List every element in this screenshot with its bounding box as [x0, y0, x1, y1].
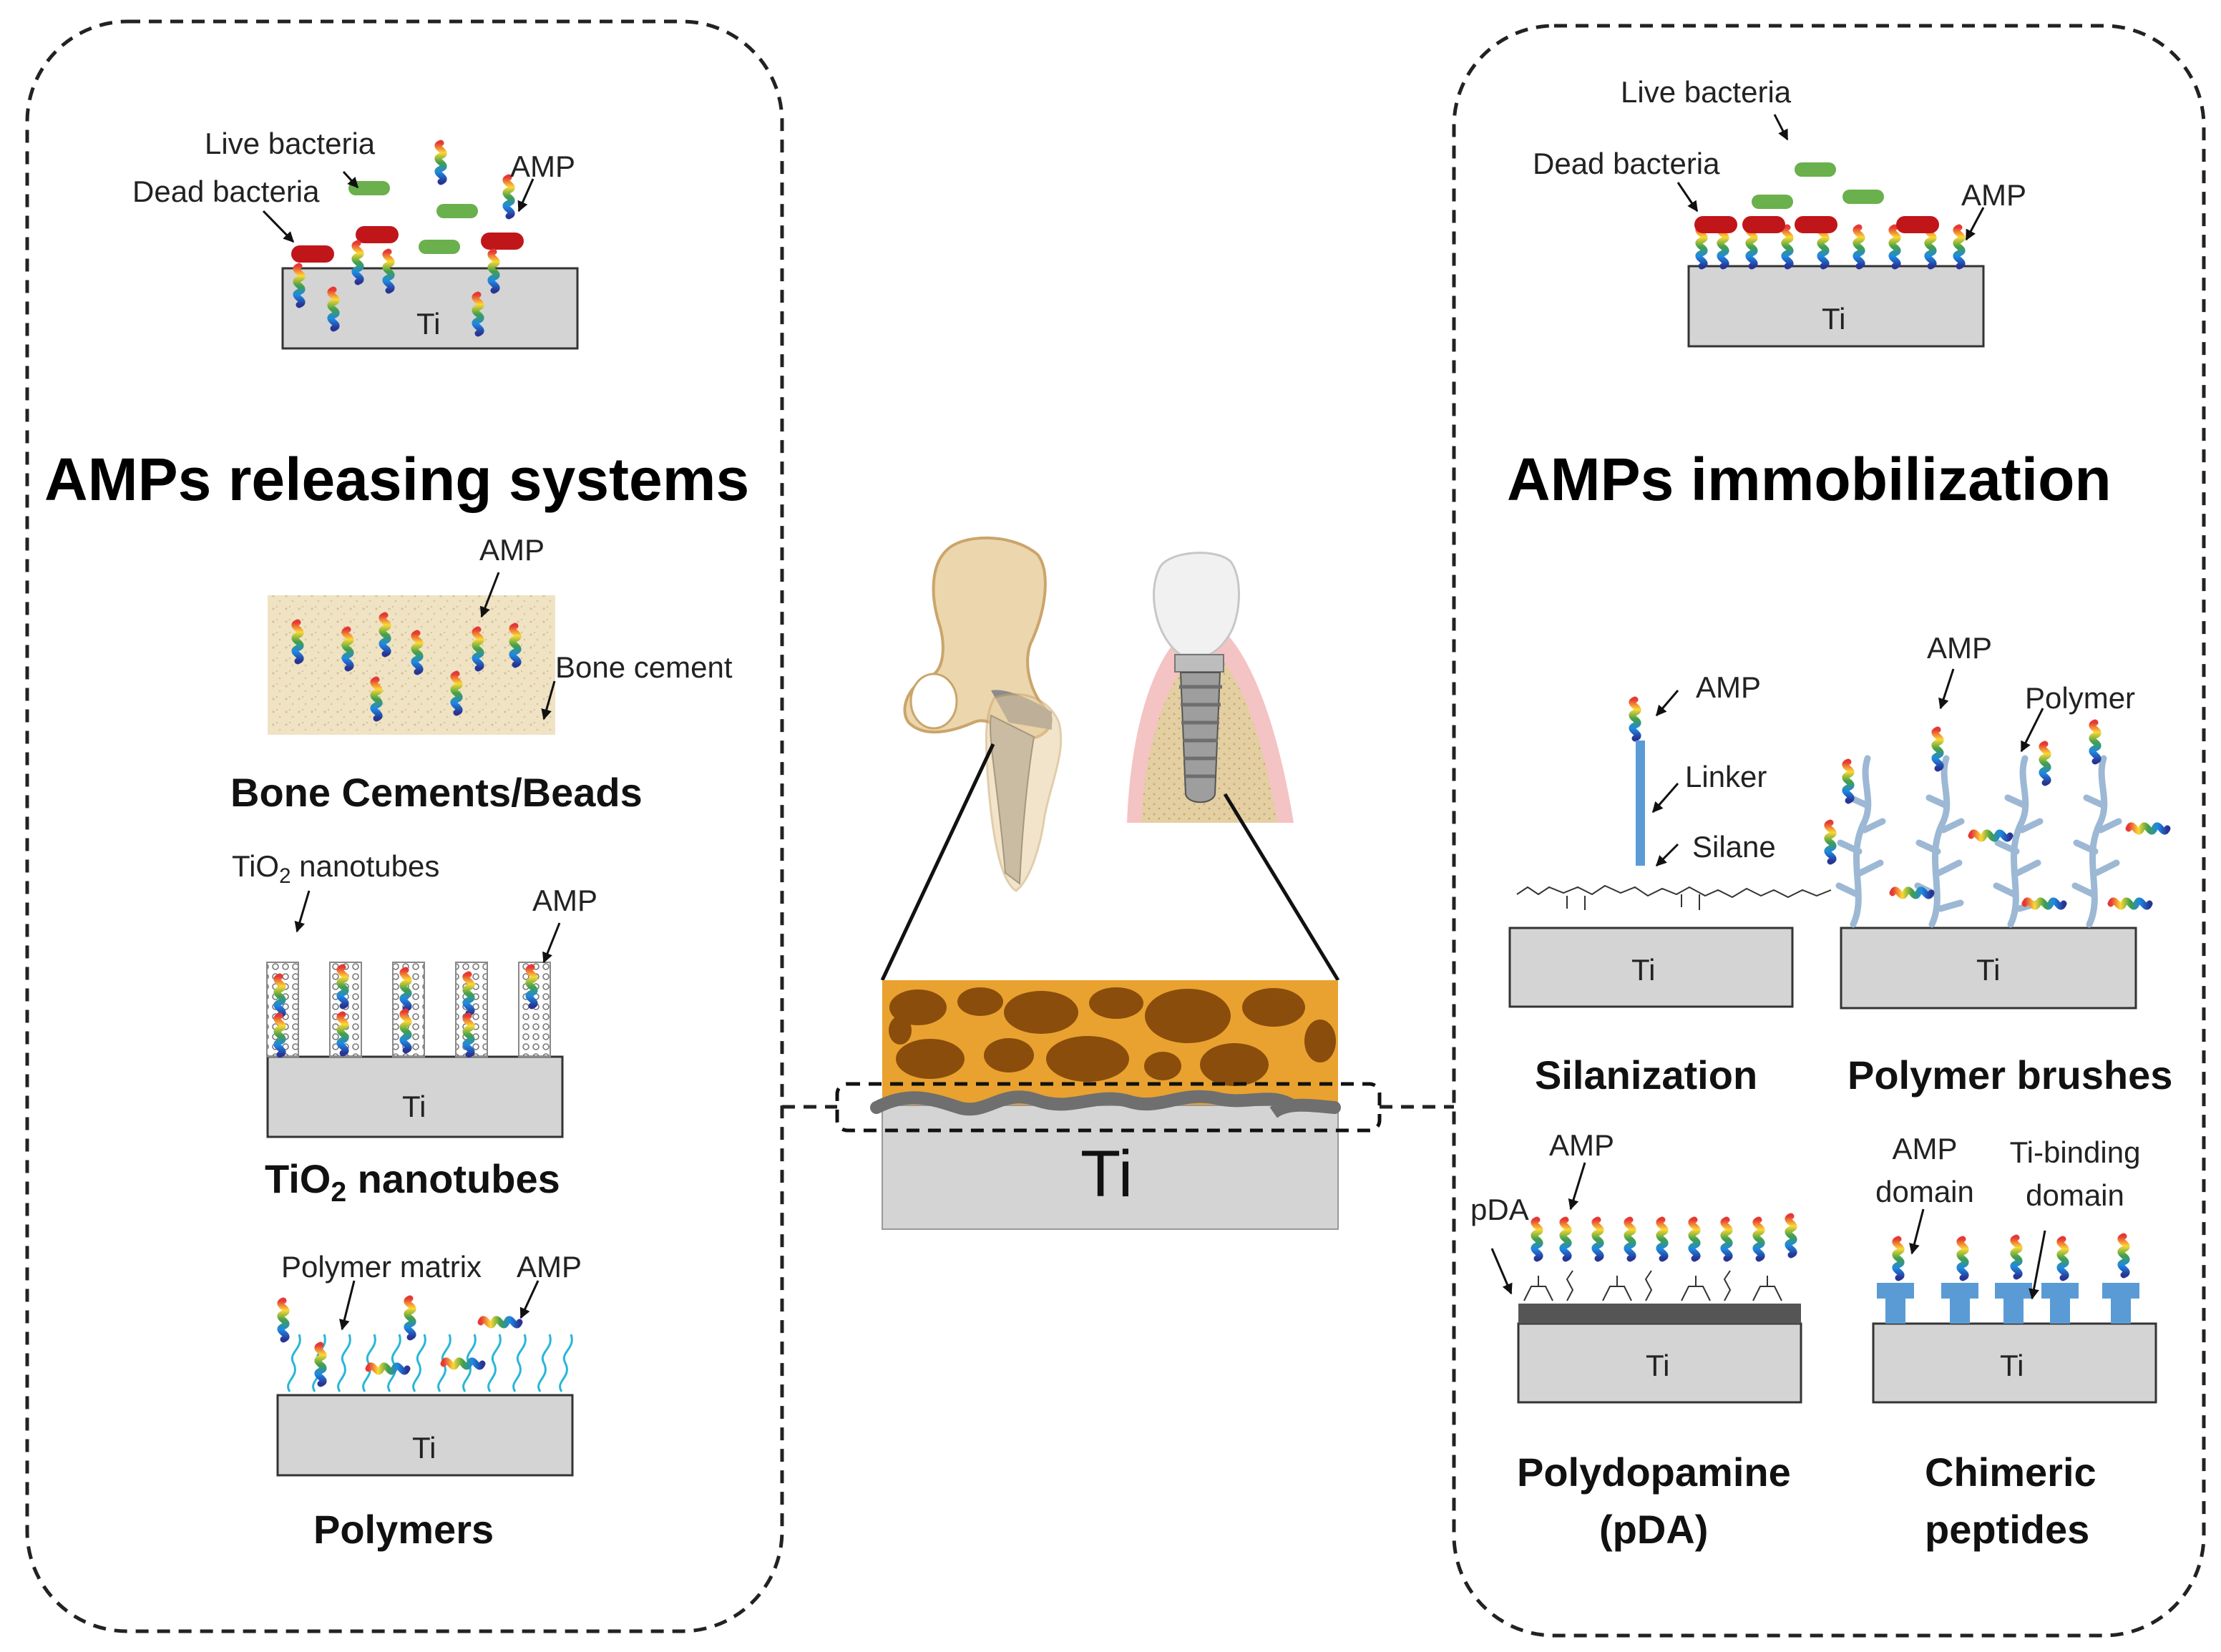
live-bacterium	[436, 204, 478, 218]
live-bacterium	[1795, 162, 1836, 177]
ti-block	[1840, 927, 2137, 1010]
interface-line	[870, 1090, 1341, 1118]
bone-ti-block	[835, 980, 1382, 1230]
ti-label: Ti	[2000, 1349, 2024, 1382]
ti-center-label: Ti	[1080, 1138, 1133, 1211]
amp-label: AMP	[510, 150, 576, 183]
ti-label: Ti	[412, 1431, 436, 1465]
polymers-illustration	[276, 1280, 574, 1477]
ti-binding-label-line1: Ti-binding	[2009, 1135, 2141, 1169]
ti-block	[1687, 265, 1985, 348]
ti-block	[1508, 927, 1794, 1008]
linker-label: Linker	[1685, 760, 1767, 793]
silanization-illustration	[1508, 690, 1832, 1008]
dental-implant-icon	[1127, 552, 1294, 823]
zoom-line	[1223, 793, 1340, 982]
silane-label: Silane	[1692, 830, 1776, 864]
ti-label: Ti	[416, 307, 441, 341]
dead-bacterium	[1795, 216, 1837, 233]
ti-block	[276, 1394, 574, 1477]
zoom-line	[880, 743, 995, 982]
live-bacterium	[348, 181, 390, 195]
polydopamine-illustration	[1490, 1162, 1802, 1404]
bone-cements-caption: Bone Cements/Beads	[230, 770, 643, 815]
polymer-brushes-illustration	[1827, 668, 2167, 1010]
pda-caption: (pDA)	[1599, 1507, 1709, 1552]
peptides-caption: peptides	[1925, 1507, 2090, 1552]
ti-label: Ti	[1646, 1349, 1670, 1382]
dead-bacteria-label: Dead bacteria	[1533, 147, 1720, 180]
nanotube	[392, 962, 425, 1057]
polymer-matrix-label: Polymer matrix	[281, 1250, 482, 1284]
polymer-brushes-caption: Polymer brushes	[1847, 1052, 2173, 1098]
dead-bacterium	[1694, 216, 1737, 233]
interface-highlight	[835, 1082, 1382, 1133]
live-bacterium	[1842, 190, 1884, 204]
amp-label: AMP	[479, 533, 545, 567]
ti-label: Ti	[1822, 302, 1846, 336]
ti-block	[266, 1055, 564, 1138]
nanotube	[518, 962, 551, 1057]
amp-domain-label-line2: domain	[1875, 1175, 1974, 1208]
nanotubes-illustration	[266, 890, 564, 1138]
nanotube	[455, 962, 488, 1057]
silanization-caption: Silanization	[1535, 1052, 1758, 1098]
amp-label: AMP	[1927, 631, 1993, 665]
ti-block	[1872, 1322, 2157, 1404]
bone-cement-illustration	[268, 572, 556, 735]
bone-cement-block	[268, 595, 555, 735]
live-bacterium	[1752, 195, 1793, 209]
amp-label: AMP	[1549, 1128, 1615, 1162]
polymer-label: Polymer	[2025, 681, 2136, 715]
amp-label: AMP	[532, 884, 598, 917]
amp-label: AMP	[517, 1250, 582, 1284]
amp-label: AMP	[1961, 178, 2027, 212]
dead-bacterium	[291, 245, 334, 263]
live-bacterium	[419, 240, 460, 254]
dead-bacterium	[1896, 216, 1939, 233]
chimeric-peptides-illustration	[1872, 1208, 2157, 1404]
left-top-illustration	[262, 143, 579, 350]
ti-label: Ti	[1631, 953, 1656, 987]
left-heading: AMPs releasing systems	[44, 446, 750, 513]
amp-label: AMP	[1696, 670, 1762, 704]
pda-layer	[1518, 1304, 1801, 1324]
chimeric-caption: Chimeric	[1925, 1450, 2096, 1495]
live-bacteria-label: Live bacteria	[205, 127, 376, 160]
dead-bacteria-label: Dead bacteria	[132, 175, 320, 208]
dead-bacterium	[356, 226, 399, 243]
polymers-caption: Polymers	[313, 1507, 494, 1552]
hip-implant-icon	[903, 536, 1063, 892]
right-top-illustration	[1676, 114, 1985, 348]
nanotube	[329, 962, 362, 1057]
tio2-nanotubes-label: TiO2 nanotubes	[232, 849, 440, 888]
right-heading: AMPs immobilization	[1507, 446, 2112, 513]
dead-bacterium	[1742, 216, 1785, 233]
dead-bacterium	[481, 233, 524, 250]
nanotube	[266, 962, 299, 1057]
bone-cement-label: Bone cement	[555, 650, 733, 684]
ti-binding-label-line2: domain	[2026, 1178, 2124, 1212]
ti-label: Ti	[402, 1090, 426, 1123]
ti-block	[882, 1105, 1339, 1230]
live-bacteria-label: Live bacteria	[1621, 75, 1792, 109]
pda-label: pDA	[1470, 1193, 1529, 1226]
ti-label: Ti	[1976, 953, 2001, 987]
tio2-nanotubes-caption: TiO2 nanotubes	[265, 1156, 560, 1208]
linker-bar	[1636, 741, 1645, 866]
polydopamine-caption: Polydopamine	[1517, 1450, 1791, 1495]
amp-domain-label-line1: AMP	[1892, 1132, 1958, 1165]
left-panel-border	[25, 19, 784, 1633]
